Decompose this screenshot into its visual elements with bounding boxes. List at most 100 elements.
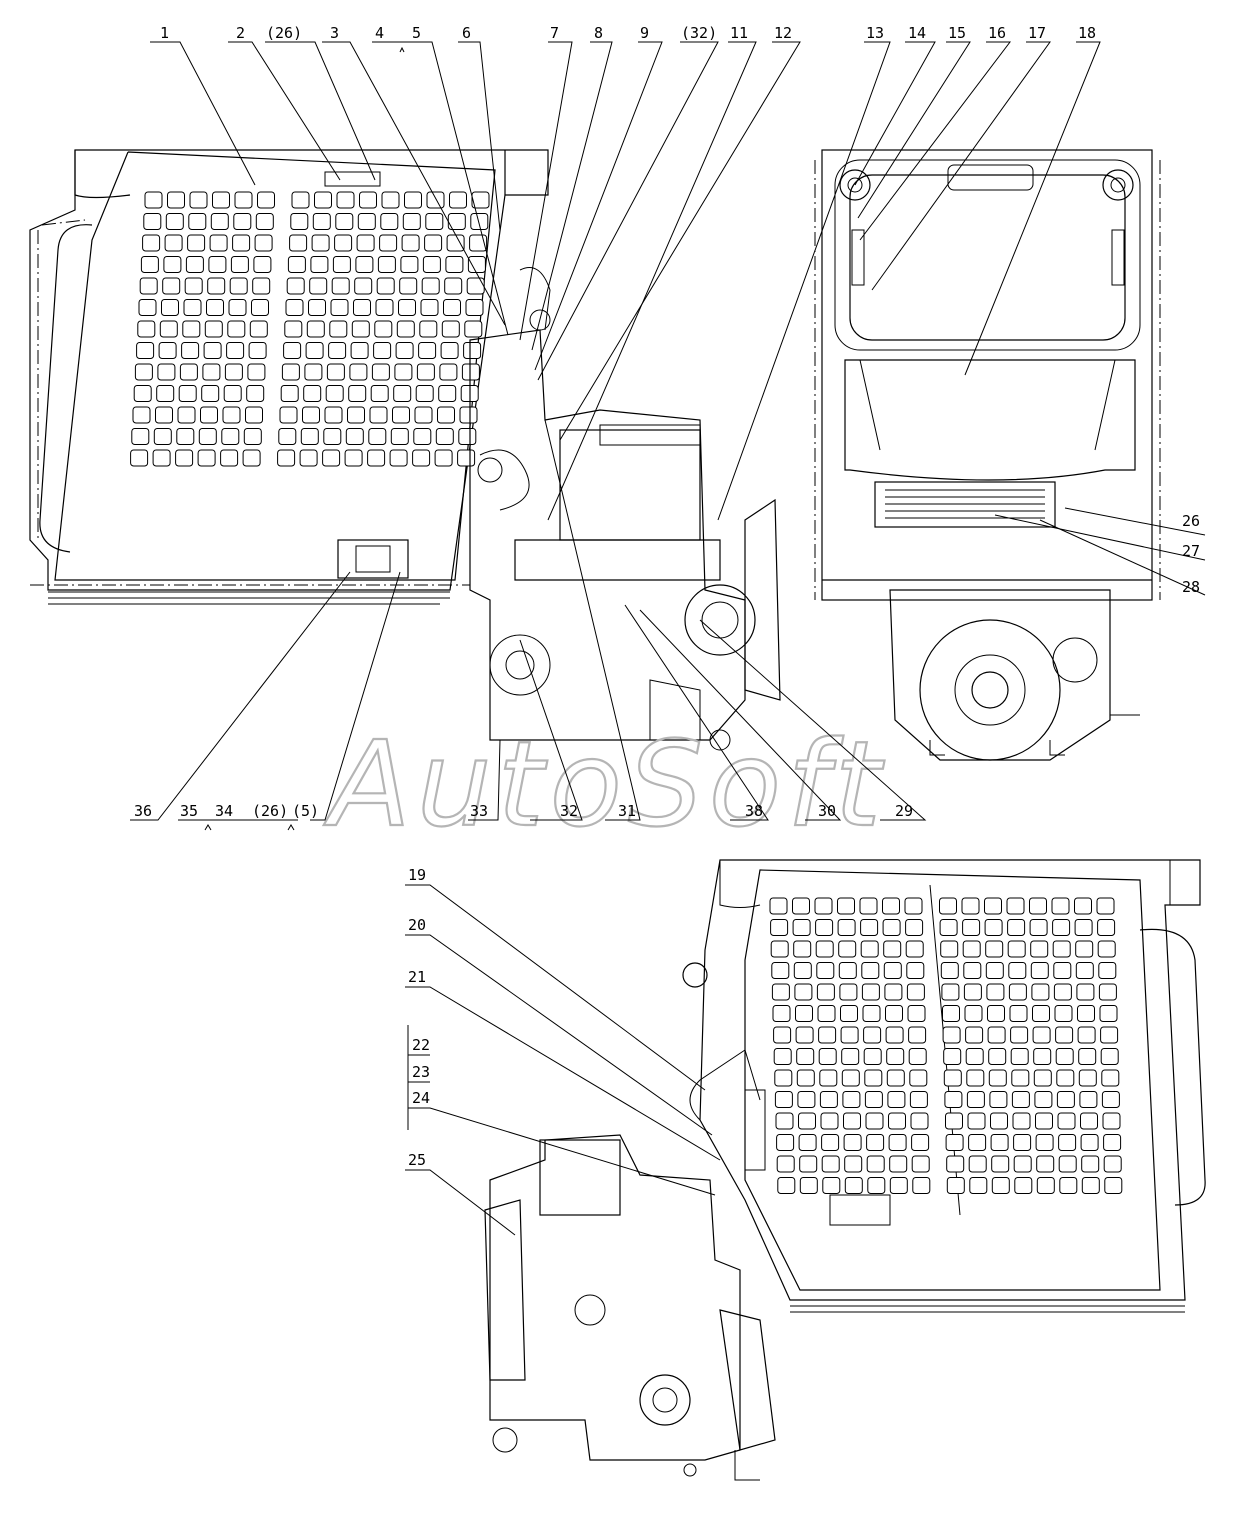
mesh-cell [886, 1048, 905, 1065]
mesh-cell [181, 342, 200, 359]
callout-30: 30 [818, 802, 836, 820]
mesh-cell [375, 299, 394, 316]
mesh-cell [134, 363, 153, 381]
mesh-cell [469, 234, 488, 252]
mesh-cell [1031, 983, 1050, 1001]
mesh-cell [389, 449, 408, 467]
mesh-cell [817, 1005, 836, 1022]
mesh-cell [354, 277, 373, 295]
mesh-cell [777, 1177, 796, 1194]
mesh-cell [314, 191, 332, 209]
mesh-cell [818, 1048, 837, 1065]
mesh-cell [208, 256, 227, 273]
mesh-cell [772, 1005, 791, 1022]
mesh-cell [425, 213, 444, 230]
mesh-cell [1014, 1177, 1033, 1194]
mesh-cell [819, 1091, 838, 1108]
mesh-cell [862, 1005, 881, 1022]
mesh-cell [161, 299, 179, 316]
mesh-cell [912, 1177, 931, 1194]
mesh-cell [945, 1112, 963, 1130]
mesh-cell [303, 385, 322, 402]
mesh-cell [326, 363, 345, 381]
mesh-cell [252, 277, 271, 295]
mesh-cell [458, 428, 477, 445]
mesh-cell [963, 962, 982, 979]
mesh-cell [820, 1112, 839, 1130]
mesh-cell [843, 1134, 862, 1151]
mesh-cell [212, 191, 230, 209]
callout-5: 5 [412, 24, 421, 42]
mesh-cell [178, 385, 197, 402]
mesh-cell [229, 277, 248, 295]
mesh-cell [373, 342, 392, 359]
mesh-cell [157, 363, 176, 381]
callout-38: 38 [745, 802, 763, 820]
mesh-cell [400, 256, 419, 273]
mesh-cell [941, 983, 960, 1001]
mesh-cell [962, 940, 981, 958]
mesh-cell [815, 919, 834, 936]
callout-4: 4 [375, 24, 384, 42]
mesh-cell [283, 342, 302, 359]
mesh-cell [886, 1069, 905, 1087]
mesh-cell [844, 1155, 863, 1173]
mesh-cell [1029, 919, 1048, 936]
mesh-cell [844, 1177, 863, 1194]
mesh-cell [306, 320, 325, 338]
mesh-cell [795, 1026, 814, 1044]
mesh-cell [470, 213, 489, 230]
mesh-cell [310, 256, 329, 273]
mesh-cell [908, 1026, 927, 1044]
mesh-cell [840, 1026, 859, 1044]
mesh-cell [401, 234, 420, 252]
mesh-cell [1036, 1155, 1055, 1173]
mesh-cell [434, 449, 453, 467]
mesh-cell [988, 1048, 1007, 1065]
mesh-cell [1007, 940, 1026, 958]
mesh-cell [300, 428, 319, 445]
mesh-cell [444, 277, 463, 295]
mesh-cell [1056, 1091, 1075, 1108]
mesh-cell [987, 1026, 1006, 1044]
mesh-cell [233, 213, 252, 230]
callout-32-ref: (32) [681, 24, 717, 42]
mesh-cell [1078, 1048, 1097, 1065]
mesh-cell [792, 919, 811, 936]
mesh-cell [279, 406, 298, 424]
mesh-cell [348, 385, 367, 402]
mesh-cell [1058, 1134, 1077, 1151]
mesh-cell [775, 1112, 794, 1130]
mesh-cell [906, 962, 925, 979]
mesh-cell [285, 299, 304, 316]
mesh-cell [1007, 919, 1026, 936]
mesh-cell [390, 428, 409, 445]
mesh-cell [839, 983, 858, 1001]
mesh-cell [183, 299, 202, 316]
mesh-cell [278, 428, 297, 445]
mesh-cell [1100, 1048, 1119, 1065]
mesh-cell [963, 983, 982, 1001]
mesh-cell [774, 1069, 793, 1087]
callout-2: 2 [236, 24, 245, 42]
mesh-cell [308, 299, 326, 316]
mesh-cell [324, 406, 343, 424]
mesh-cell [368, 428, 387, 445]
mesh-cell [142, 234, 161, 252]
mesh-cell [421, 277, 440, 295]
mesh-cell [1052, 940, 1071, 958]
mesh-cell [351, 320, 370, 338]
mesh-cell [281, 363, 300, 381]
mesh-cell [888, 1134, 907, 1151]
callout-26-ref: (26) [266, 24, 302, 42]
mesh-cell [136, 342, 155, 359]
mesh-cell [221, 428, 240, 445]
callout-9: 9 [640, 24, 649, 42]
mesh-cell [866, 1155, 885, 1173]
mesh-cell [325, 385, 344, 402]
mesh-cell [234, 191, 253, 209]
mesh-cell [336, 191, 355, 209]
mesh-cell [939, 919, 958, 936]
callout-26: 26 [1182, 512, 1200, 530]
